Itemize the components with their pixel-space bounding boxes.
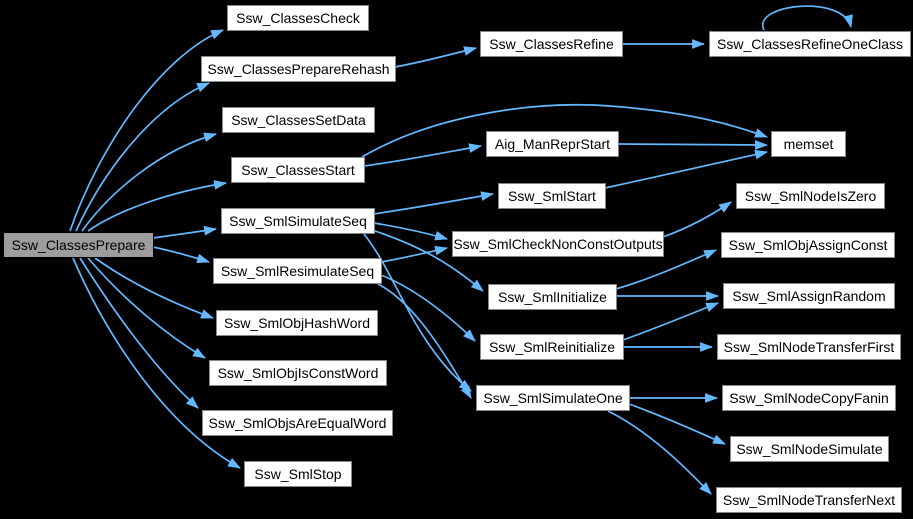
node-ssw-sml-simulate-seq[interactable]: Ssw_SmlSimulateSeq xyxy=(221,208,375,234)
node-memset[interactable]: memset xyxy=(771,131,846,157)
node-ssw-sml-node-transfer-next[interactable]: Ssw_SmlNodeTransferNext xyxy=(716,487,902,513)
edge-initialize-to-objassignconst xyxy=(615,249,717,290)
edge-prepare-to-preparerehash xyxy=(75,82,210,232)
node-ssw-classes-prepare-rehash[interactable]: Ssw_ClassesPrepareRehash xyxy=(201,56,396,82)
edge-prepare-to-check xyxy=(69,29,224,232)
edge-classesstart-to-manreprstart xyxy=(363,143,483,167)
node-ssw-sml-node-transfer-first[interactable]: Ssw_SmlNodeTransferFirst xyxy=(717,334,901,360)
node-ssw-classes-refine-one-class[interactable]: Ssw_ClassesRefineOneClass xyxy=(709,31,911,57)
edge-simulateseq-to-checknonconstoutputs xyxy=(373,222,449,241)
edge-prepare-to-objisconstword xyxy=(87,257,206,359)
edge-prepare-to-objhashword xyxy=(94,257,215,319)
edge-resimulateseq-to-simulateone xyxy=(377,283,472,399)
node-ssw-classes-start[interactable]: Ssw_ClassesStart xyxy=(231,157,365,183)
node-ssw-sml-obj-hash-word[interactable]: Ssw_SmlObjHashWord xyxy=(216,310,378,336)
edge-simulateseq-to-initialize xyxy=(371,229,484,292)
node-ssw-sml-assign-random[interactable]: Ssw_SmlAssignRandom xyxy=(723,283,895,309)
edge-simulateseq-to-simulateone xyxy=(363,233,472,392)
node-aig-man-repr-start[interactable]: Aig_ManReprStart xyxy=(486,131,619,157)
edge-simulateseq-to-smlstart xyxy=(373,191,495,215)
node-ssw-sml-check-non-const-outputs[interactable]: Ssw_SmlCheckNonConstOutputs xyxy=(452,231,664,257)
edge-preparerehash-to-refine xyxy=(394,46,478,68)
edge-prepare-to-smlstop xyxy=(72,257,241,469)
edge-prepare-to-objsareequalword xyxy=(79,257,199,409)
edge-reinitialize-to-assignrandom xyxy=(622,302,720,341)
edge-resimulateseq-to-reinitialize xyxy=(380,274,476,342)
node-ssw-sml-objs-are-equal-word[interactable]: Ssw_SmlObjsAreEqualWord xyxy=(202,410,393,436)
node-ssw-sml-node-copy-fanin[interactable]: Ssw_SmlNodeCopyFanin xyxy=(722,385,896,411)
edge-manreprstart-to-memset xyxy=(617,140,769,150)
node-ssw-classes-refine[interactable]: Ssw_ClassesRefine xyxy=(480,31,623,57)
node-ssw-sml-obj-is-const-word[interactable]: Ssw_SmlObjIsConstWord xyxy=(209,360,387,386)
node-ssw-sml-resimulate-seq[interactable]: Ssw_SmlResimulateSeq xyxy=(213,258,382,284)
node-ssw-sml-stop[interactable]: Ssw_SmlStop xyxy=(244,461,352,487)
edge-simulateone-to-nodesimulate xyxy=(628,403,726,445)
edge-smlstart-to-memset xyxy=(604,149,769,189)
node-ssw-sml-simulate-one[interactable]: Ssw_SmlSimulateOne xyxy=(476,385,630,411)
edge-refineoneclass-self-loop xyxy=(761,5,853,31)
node-ssw-sml-node-is-zero[interactable]: Ssw_SmlNodeIsZero xyxy=(736,183,885,209)
edge-classesstart-to-memset xyxy=(361,103,769,158)
node-ssw-sml-initialize[interactable]: Ssw_SmlInitialize xyxy=(488,284,617,310)
node-ssw-classes-prepare: Ssw_ClassesPrepare xyxy=(3,232,154,258)
node-ssw-sml-reinitialize[interactable]: Ssw_SmlReinitialize xyxy=(480,334,624,360)
node-ssw-sml-node-simulate[interactable]: Ssw_SmlNodeSimulate xyxy=(730,436,889,462)
edge-prepare-to-resimulateseq xyxy=(152,246,211,264)
edge-resimulateseq-to-checknonconstoutputs xyxy=(380,245,449,263)
node-ssw-classes-set-data[interactable]: Ssw_ClassesSetData xyxy=(222,107,375,133)
node-ssw-sml-start[interactable]: Ssw_SmlStart xyxy=(498,183,606,209)
node-ssw-sml-obj-assign-const[interactable]: Ssw_SmlObjAssignConst xyxy=(721,232,895,258)
node-ssw-classes-check[interactable]: Ssw_ClassesCheck xyxy=(227,5,369,31)
edge-simulateone-to-nodetransfernext xyxy=(607,410,712,495)
edge-prepare-to-setdata xyxy=(81,132,218,232)
edge-prepare-to-classesstart xyxy=(87,180,228,232)
edge-prepare-to-simulateseq xyxy=(152,225,218,239)
edge-checknonconstoutputs-to-nodeiszero xyxy=(662,201,732,238)
